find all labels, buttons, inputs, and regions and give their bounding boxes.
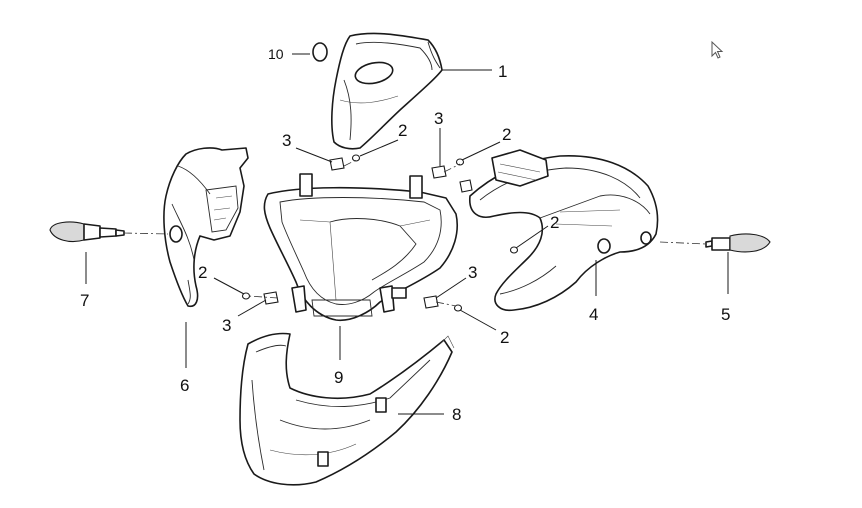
mouse-pointer-icon [711,40,724,59]
callout-8: 8 [452,405,461,424]
callout-9: 9 [334,368,343,387]
callout-5: 5 [721,305,730,324]
part-4-right-cover [469,149,659,312]
callout-2-b: 2 [502,125,511,144]
callout-3-b: 3 [434,109,443,128]
callout-3-d: 3 [468,263,477,282]
part-1-top-cover [331,32,443,150]
callout-2-a: 2 [398,121,407,140]
callout-2-c: 2 [550,213,559,232]
part-9-headlight [263,173,458,322]
callout-10: 10 [268,46,284,62]
callout-2-d: 2 [198,263,207,282]
callout-2-e: 2 [500,328,509,347]
callout-3-a: 3 [282,131,291,150]
part-8-lower-cover [239,332,455,486]
callout-1: 1 [498,62,507,81]
callout-4: 4 [589,305,598,324]
assembly-lines [123,159,707,307]
callout-3-c: 3 [222,316,231,335]
part-10-o-ring [312,42,328,62]
part-6-left-cover [163,147,249,308]
leader-lines [85,53,729,415]
callout-labels: 1 10 3 2 3 2 2 2 3 3 2 4 5 6 7 8 9 [80,46,730,424]
part-7-left-turn-signal [49,221,125,243]
callout-7: 7 [80,291,89,310]
callout-6: 6 [180,376,189,395]
part-5-right-turn-signal [705,233,771,253]
fasteners [241,154,519,312]
